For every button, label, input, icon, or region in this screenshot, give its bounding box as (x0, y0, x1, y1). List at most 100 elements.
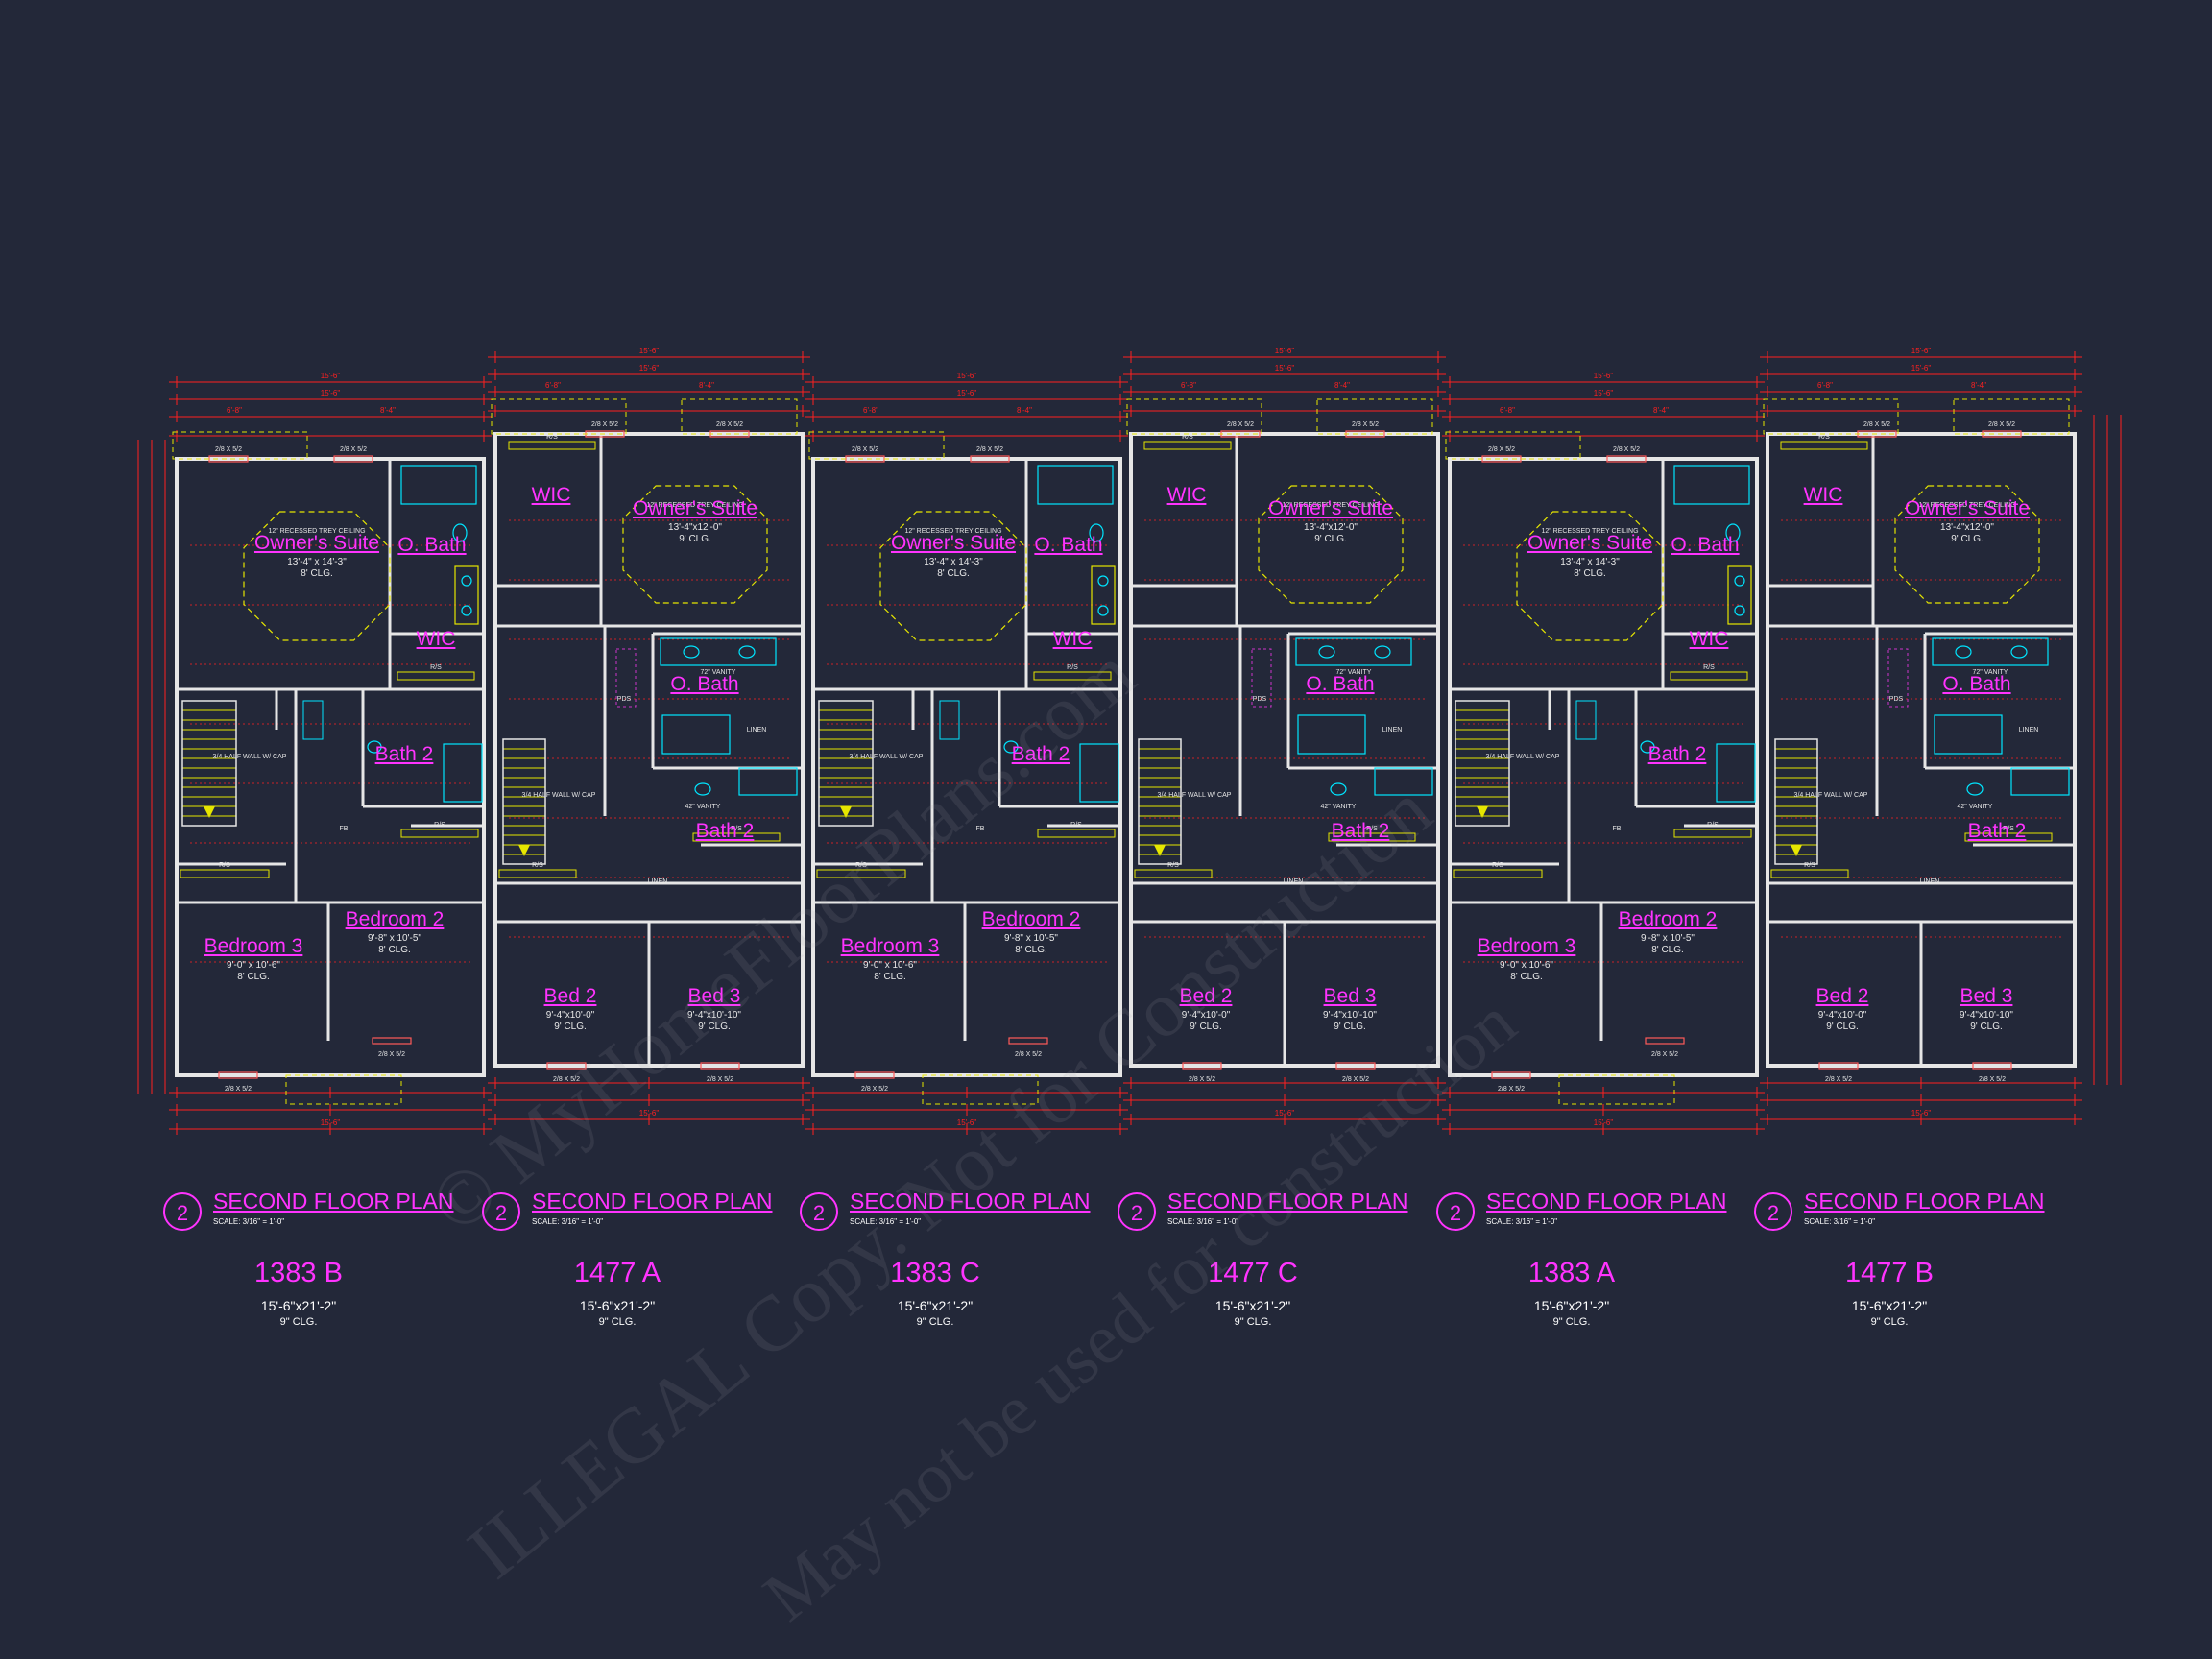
rs-note: R/S (1182, 434, 1193, 441)
plan-id: 1383 A (1527, 1258, 1616, 1288)
stair: 3/4 HALF WALL W/ CAP (1774, 738, 1868, 865)
plan-5: 15'-6"15'-6"6'-8"8'-4"15'-6"12" RECESSED… (1442, 372, 1765, 1135)
rs-note: R/S (546, 434, 558, 441)
plan-title: SECOND FLOOR PLAN (1804, 1189, 2045, 1214)
room-dimension-bed-3: 9'-4"x10'-10" (1323, 1010, 1377, 1021)
dimension-text: 8'-4" (380, 406, 396, 415)
sink (1955, 645, 1972, 659)
window-note: 2/8 X 5/2 (591, 421, 618, 428)
window-note: 2/8 X 5/2 (1613, 446, 1640, 453)
room-dimension-bed-2: 9'-4"x10'-0" (1181, 1010, 1231, 1021)
room-ceiling-bed-3: 9' CLG. (1970, 1022, 2003, 1032)
closet-shelf (1673, 829, 1752, 838)
plan-scale: SCALE: 3/16" = 1'-0" (1486, 1217, 1558, 1226)
window-note: 2/8 X 5/2 (553, 1076, 580, 1083)
room-dimension-owner-s-suite: 13'-4" x 14'-3" (924, 557, 983, 567)
room-label-bed-2: Bed 2 (1179, 985, 1233, 1007)
pds-chase (615, 648, 637, 708)
plan-ceiling: 9" CLG. (1552, 1316, 1591, 1328)
window-note: 2/8 X 5/2 (225, 1086, 252, 1093)
room-label-bed-2: Bed 2 (543, 985, 597, 1007)
sink (1097, 575, 1109, 587)
window-note: 2/8 X 5/2 (1988, 421, 2015, 428)
recessed-note: 12" RECESSED TREY CEILING (1282, 502, 1379, 509)
room-label-bath-2: Bath 2 (1967, 820, 2027, 842)
interior-walls (813, 459, 1120, 1041)
stair-outline (818, 700, 874, 827)
room-label-bed-2: Bed 2 (1815, 985, 1869, 1007)
room-dimension-bed-3: 9'-4"x10'-10" (1960, 1010, 2013, 1021)
recessed-note: 12" RECESSED TREY CEILING (1541, 528, 1638, 535)
room-label-bath-2: Bath 2 (1647, 743, 1707, 765)
trey-ceiling (622, 485, 768, 604)
plan-scale: SCALE: 3/16" = 1'-0" (1167, 1217, 1239, 1226)
room-label-owner-s-suite: Owner's Suite (1904, 497, 2031, 519)
closet-shelves: R/SR/SR/S (180, 664, 479, 878)
stair: 3/4 HALF WALL W/ CAP (1455, 700, 1560, 827)
bath-fixtures: FB (939, 465, 1119, 832)
pds-note: PDS (617, 696, 632, 703)
bath-fixtures: FB (302, 465, 483, 832)
room-label-wic: WIC (1052, 628, 1093, 650)
room-label-wic: WIC (531, 484, 571, 506)
room-label-o-bath: O. Bath (1306, 673, 1375, 695)
room-dimension-owner-s-suite: 13'-4" x 14'-3" (1560, 557, 1620, 567)
room-label-bedroom-2: Bedroom 2 (345, 908, 445, 930)
window-note: 2/8 X 5/2 (1189, 1076, 1215, 1083)
vanity-note: 42" VANITY (685, 804, 721, 810)
closet-shelves: R/SR/SR/S (1134, 434, 1416, 878)
room-ceiling-bed-2: 9' CLG. (554, 1022, 587, 1032)
recessed-note: 12" RECESSED TREY CEILING (268, 528, 365, 535)
roof-outline (1763, 398, 1899, 435)
fb-note: FB (976, 826, 985, 832)
closet-shelves: R/SR/SR/S (816, 664, 1116, 878)
pds-chase (1887, 648, 1909, 708)
window-note: 2/8 X 5/2 (976, 446, 1003, 453)
closet-shelf (1770, 869, 1849, 878)
half-wall-note: 3/4 HALF WALL W/ CAP (213, 754, 287, 760)
room-label-bath-2: Bath 2 (1331, 820, 1390, 842)
stair: 3/4 HALF WALL W/ CAP (818, 700, 924, 827)
room-dimension-bedroom-3: 9'-0" x 10'-6" (863, 960, 917, 971)
window (1491, 1071, 1531, 1079)
dimension-text: 6'-8" (227, 406, 242, 415)
plan-size: 15'-6"x21'-2" (897, 1298, 974, 1313)
room-label-bed-3: Bed 3 (1323, 985, 1377, 1007)
room-label-bath-2: Bath 2 (695, 820, 755, 842)
closet-shelf (508, 441, 596, 450)
room-ceiling-bedroom-3: 8' CLG. (1510, 972, 1543, 982)
recessed-note: 12" RECESSED TREY CEILING (646, 502, 743, 509)
rs-note: R/S (731, 826, 742, 832)
sink (367, 740, 382, 754)
dimension-text: 6'-8" (545, 381, 561, 390)
plan-ceiling: 9" CLG. (598, 1316, 637, 1328)
sink (683, 645, 700, 659)
dimension-text: 15'-6" (639, 364, 660, 373)
linen-note: LINEN (2019, 727, 2039, 733)
window-note: 2/8 X 5/2 (1825, 1076, 1852, 1083)
half-wall-note: 3/4 HALF WALL W/ CAP (850, 754, 924, 760)
stair: 3/4 HALF WALL W/ CAP (1138, 738, 1232, 865)
sink (1734, 575, 1745, 587)
dimension-text: 15'-6" (639, 347, 660, 355)
window-note: 2/8 X 5/2 (707, 1076, 733, 1083)
room-label-owner-s-suite: Owner's Suite (890, 532, 1017, 554)
toilet (452, 523, 468, 542)
stair-arrow (1154, 845, 1166, 856)
plan-id: 1477 A (573, 1258, 661, 1288)
closet-shelf (1670, 671, 1748, 681)
plan-scale: SCALE: 3/16" = 1'-0" (532, 1217, 604, 1226)
rs-note: R/S (855, 862, 867, 869)
room-label-o-bath: O. Bath (670, 673, 739, 695)
linen-note: LINEN (1382, 727, 1403, 733)
closet-shelf (498, 869, 577, 878)
window-note: 2/8 X 5/2 (1651, 1051, 1678, 1058)
window-note: 2/8 X 5/2 (1352, 421, 1379, 428)
window-note: 2/8 X 5/2 (1015, 1051, 1042, 1058)
window (1008, 1037, 1048, 1045)
vanity-note: 42" VANITY (1958, 804, 1993, 810)
closet-shelf (180, 869, 270, 878)
stair-outline (1455, 700, 1510, 827)
